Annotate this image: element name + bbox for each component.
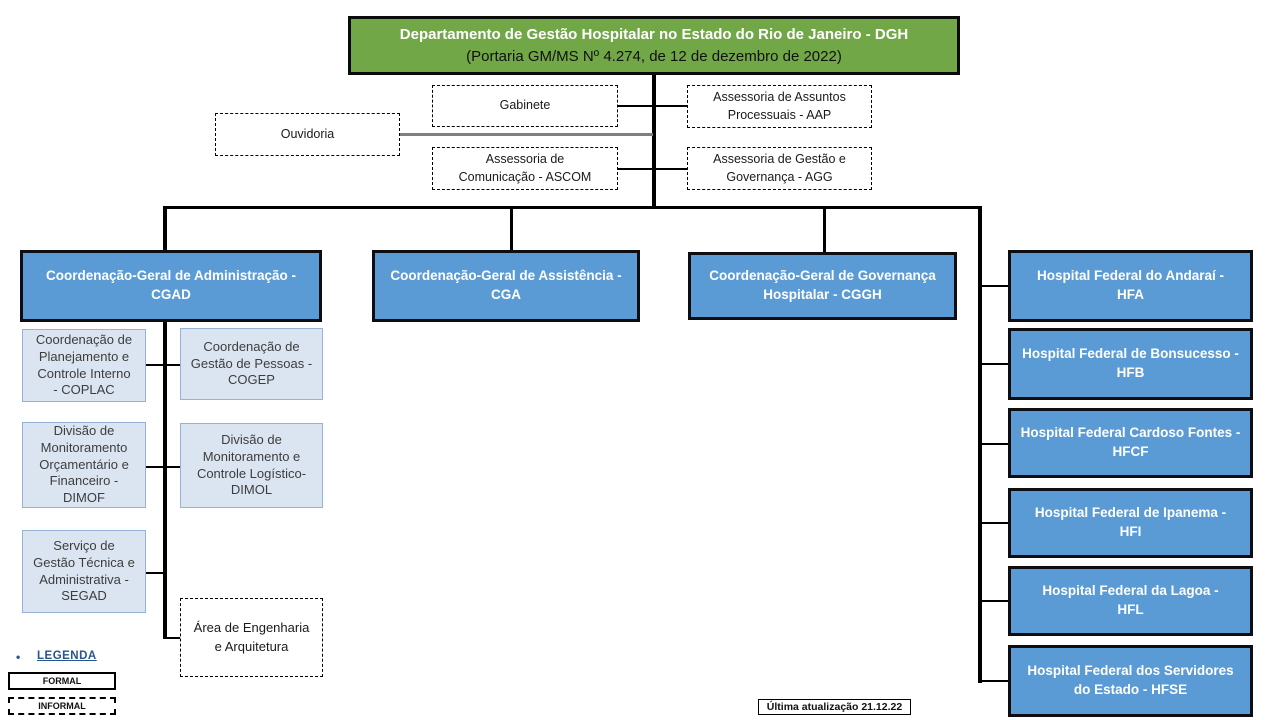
node-aap: Assessoria de Assuntos Processuais - AAP bbox=[687, 85, 872, 128]
legend-title-link[interactable]: LEGENDA bbox=[37, 650, 97, 662]
node-ouvidoria: Ouvidoria bbox=[215, 113, 400, 156]
node-ascom: Assessoria de Comunicação - ASCOM bbox=[432, 147, 618, 190]
connector-cgad-subspine bbox=[163, 322, 167, 639]
connector-branch-hfcf bbox=[982, 443, 1008, 445]
node-hospital-hfse: Hospital Federal dos Servidores do Estad… bbox=[1008, 645, 1253, 717]
dgh-subtitle: (Portaria GM/MS Nº 4.274, de 12 de dezem… bbox=[466, 47, 842, 65]
node-hospital-hfl: Hospital Federal da Lagoa - HFL bbox=[1008, 566, 1253, 636]
node-hospital-hfcf: Hospital Federal Cardoso Fontes - HFCF bbox=[1008, 408, 1253, 478]
connector-branch-hfi bbox=[982, 522, 1008, 524]
node-agg: Assessoria de Gestão e Governança - AGG bbox=[687, 147, 872, 190]
connector-branch-dimol bbox=[167, 466, 180, 468]
node-gabinete: Gabinete bbox=[432, 85, 618, 127]
node-engenharia: Área de Engenharia e Arquitetura bbox=[180, 598, 323, 677]
connector-branch-hfl bbox=[982, 600, 1008, 602]
node-cogep: Coordenação de Gestão de Pessoas - COGEP bbox=[180, 328, 323, 400]
node-dgh-header: Departamento de Gestão Hospitalar no Est… bbox=[348, 16, 960, 75]
connector-branch-hfb bbox=[982, 363, 1008, 365]
connector-hospital-spine bbox=[978, 206, 982, 683]
node-dimol: Divisão de Monitoramento e Controle Logí… bbox=[180, 423, 323, 508]
node-coplac: Coordenação de Planejamento e Controle I… bbox=[22, 329, 146, 402]
connector-ascom-agg bbox=[618, 168, 687, 170]
connector-branch-hfa bbox=[982, 285, 1008, 287]
legend-formal-box: FORMAL bbox=[8, 672, 116, 690]
connector-ouvidoria-informal bbox=[400, 133, 653, 136]
connector-branch-cogep bbox=[167, 364, 180, 366]
node-hospital-hfb: Hospital Federal de Bonsucesso - HFB bbox=[1008, 328, 1253, 400]
node-cggh: Coordenação-Geral de Governança Hospital… bbox=[688, 252, 957, 320]
connector-drop-cgad bbox=[163, 206, 167, 250]
legend-informal-box: INFORMAL bbox=[8, 697, 116, 715]
connector-distribution bbox=[163, 206, 982, 209]
node-hospital-hfa: Hospital Federal do Andaraí - HFA bbox=[1008, 250, 1253, 322]
node-segad: Serviço de Gestão Técnica e Administrati… bbox=[22, 530, 146, 613]
node-cgad: Coordenação-Geral de Administração - CGA… bbox=[20, 250, 322, 322]
connector-gabinete-aap bbox=[618, 105, 687, 107]
legend-bullet-icon: • bbox=[16, 650, 21, 664]
connector-drop-cggh bbox=[823, 206, 826, 252]
connector-branch-coplac bbox=[144, 364, 163, 366]
connector-header-spine bbox=[652, 75, 656, 208]
node-hospital-hfi: Hospital Federal de Ipanema - HFI bbox=[1008, 488, 1253, 558]
last-update-stamp: Última atualização 21.12.22 bbox=[758, 699, 911, 715]
connector-drop-cga bbox=[510, 206, 513, 250]
connector-branch-segad bbox=[144, 572, 163, 574]
connector-branch-dimof bbox=[144, 466, 163, 468]
dgh-title: Departamento de Gestão Hospitalar no Est… bbox=[399, 25, 909, 43]
connector-branch-hfse bbox=[982, 680, 1008, 682]
node-cga: Coordenação-Geral de Assistência - CGA bbox=[372, 250, 640, 322]
node-dimof: Divisão de Monitoramento Orçamentário e … bbox=[22, 422, 146, 508]
connector-branch-engenharia bbox=[167, 637, 180, 639]
